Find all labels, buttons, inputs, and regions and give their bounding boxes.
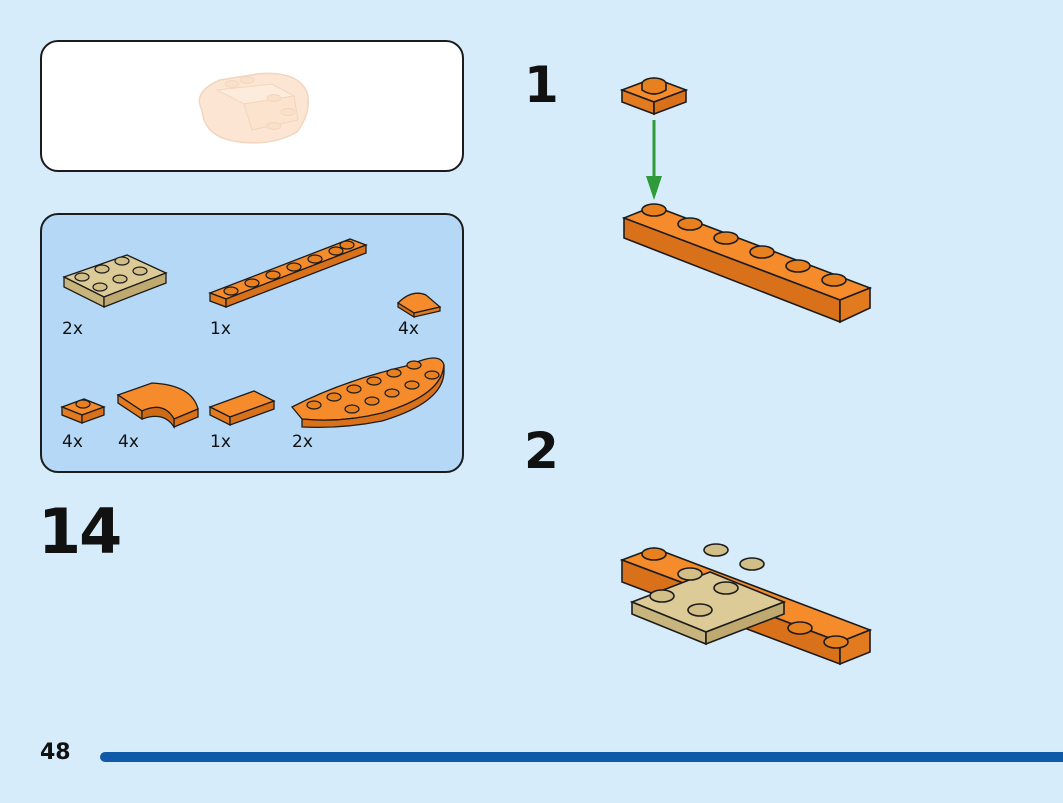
substep-1-illustration <box>619 77 873 324</box>
model-preview-panel <box>40 40 464 172</box>
substep-2-label: 2 <box>524 422 559 480</box>
parts-list-panel: 2x 1x 4x 4x 4x 1x 2x <box>40 213 464 473</box>
part-qty-orange-plate-1x1: 4x <box>62 432 83 452</box>
parts-illustrations <box>60 238 445 430</box>
page-number: 48 <box>40 740 71 765</box>
part-qty-orange-slope-corner: 4x <box>398 319 419 339</box>
orange-plate-1x8-piece <box>621 203 873 324</box>
part-tan-plate-2x3 <box>62 254 168 309</box>
part-orange-wedge-plate <box>290 357 445 429</box>
part-orange-plate-1x8 <box>208 238 368 308</box>
substep-2-illustration <box>619 543 873 666</box>
orange-plate-1x1-piece <box>619 77 689 116</box>
part-qty-orange-wedge-plate: 2x <box>292 432 313 452</box>
page-progress-bar <box>100 752 1063 762</box>
step-number: 14 <box>38 495 122 568</box>
part-orange-tile-1x2 <box>208 390 276 427</box>
substep-1-label: 1 <box>524 56 559 114</box>
tan-plate-2x3-piece <box>629 543 787 646</box>
part-qty-orange-tile: 1x <box>210 432 231 452</box>
part-qty-orange-plate-1x8: 1x <box>210 319 231 339</box>
placement-arrow-icon <box>646 120 662 200</box>
part-orange-curved-slope <box>116 382 199 430</box>
model-preview-image <box>198 72 309 144</box>
part-qty-tan-plate: 2x <box>62 319 83 339</box>
part-qty-orange-curved-slope: 4x <box>118 432 139 452</box>
part-orange-plate-1x1 <box>60 398 106 424</box>
part-orange-slope-corner <box>396 292 442 319</box>
